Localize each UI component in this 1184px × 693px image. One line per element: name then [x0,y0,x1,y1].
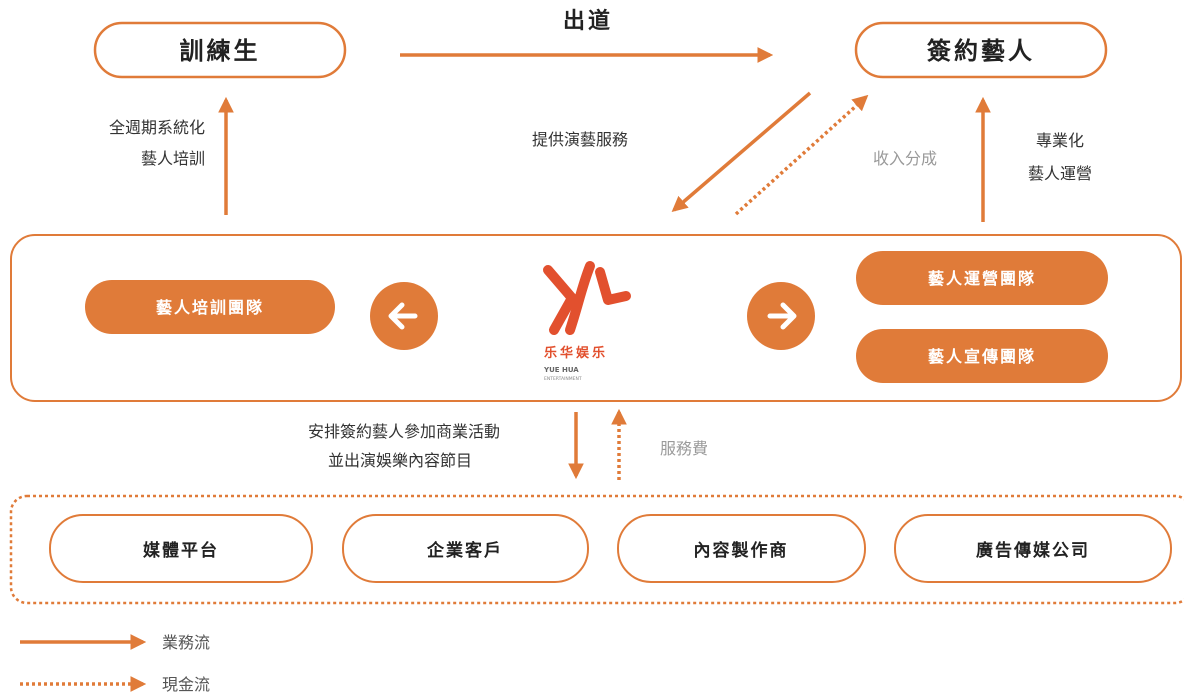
operation-flow: 專業化 藝人運營 [975,96,1092,222]
logo-english-subtitle: ENTERTAINMENT [544,376,582,382]
revenue-share-arrow [734,94,869,216]
company-panel: 藝人培訓團隊 乐华娱乐 YUE HUA ENTERTAINMENT 藝人運營團隊… [10,234,1182,402]
signed-artist-label: 簽約藝人 [927,37,1035,65]
arrange-note-line1: 安排簽約藝人參加商業活動 [308,422,500,441]
legend-cash-flow-label: 現金流 [162,675,210,693]
services-arrow [671,91,812,213]
service-fee-label: 服務費 [660,439,708,458]
clients-panel: 媒體平台 企業客戶 內容製作商 廣告傳媒公司 [9,494,1184,605]
operation-team-pill: 藝人運營團隊 [856,251,1108,305]
training-flow: 全週期系統化 藝人培訓 [109,96,234,215]
training-team-pill: 藝人培訓團隊 [85,280,335,334]
service-fee-flow: 服務費 [611,408,708,480]
promotion-team-pill: 藝人宣傳團隊 [856,329,1108,383]
client-label: 企業客戶 [426,540,503,561]
client-label: 內容製作商 [694,540,789,561]
revenue-share-flow: 收入分成 [734,94,937,216]
training-note-line1: 全週期系統化 [109,118,205,137]
debut-flow: 出道 [400,8,774,63]
operation-note-line2: 藝人運營 [1028,164,1092,183]
client-label: 媒體平台 [143,540,219,561]
services-flow: 提供演藝服務 [532,91,812,213]
left-arrow-icon [370,282,438,350]
yue-hua-logo: 乐华娱乐 YUE HUA ENTERTAINMENT [543,261,631,382]
revenue-share-label: 收入分成 [873,149,937,168]
client-label: 廣告傳媒公司 [976,540,1090,561]
operation-team-label: 藝人運營團隊 [928,269,1036,288]
trainee-node: 訓練生 [93,21,347,79]
operation-note-line1: 專業化 [1036,131,1084,150]
training-team-label: 藝人培訓團隊 [156,298,264,317]
services-label: 提供演藝服務 [532,130,628,149]
signed-artist-node: 簽約藝人 [854,21,1108,79]
legend-business-flow: 業務流 [20,633,210,652]
legend: 業務流 現金流 [20,633,210,693]
arrange-flow: 安排簽約藝人參加商業活動 並出演娛樂內容節目 [308,412,584,480]
client-media-platform: 媒體平台 [49,514,313,583]
legend-business-flow-label: 業務流 [162,633,210,652]
training-note-line2: 藝人培訓 [141,149,205,168]
client-enterprise: 企業客戶 [342,514,589,583]
logo-english-name: YUE HUA [543,366,579,374]
legend-cash-flow: 現金流 [20,675,210,693]
trainee-label: 訓練生 [180,37,261,65]
arrange-note-line2: 並出演娛樂內容節目 [328,451,472,470]
right-arrow-icon [747,282,815,350]
promotion-team-label: 藝人宣傳團隊 [928,347,1036,366]
client-advertising-media: 廣告傳媒公司 [894,514,1172,583]
logo-chinese-name: 乐华娱乐 [544,345,608,361]
debut-label: 出道 [563,8,613,34]
client-content-producer: 內容製作商 [617,514,866,583]
